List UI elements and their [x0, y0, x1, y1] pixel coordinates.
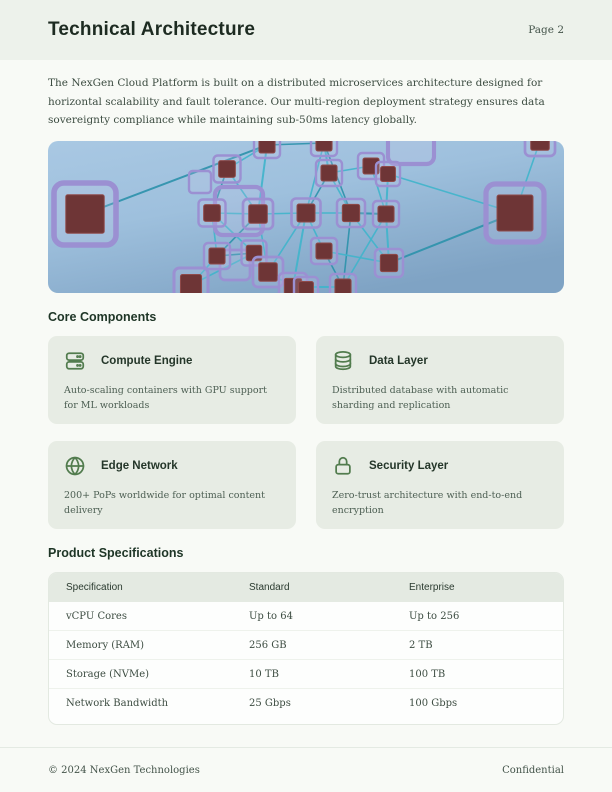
card-compute-engine: Compute Engine Auto-scaling containers w… [48, 335, 296, 424]
copyright-text: © 2024 NexGen Technologies [48, 764, 200, 776]
table-row: Memory (RAM) 256 GB 2 TB [49, 631, 563, 660]
column-header: Specification [66, 581, 123, 593]
column-header: Standard [249, 581, 290, 593]
card-title: Compute Engine [101, 354, 193, 367]
confidential-label: Confidential [502, 764, 564, 776]
card-title: Edge Network [101, 459, 178, 472]
page-content: The NexGen Cloud Platform is built on a … [0, 74, 612, 725]
column-header: Enterprise [409, 581, 455, 593]
database-icon [332, 350, 354, 372]
table-header-row: Specification Standard Enterprise [49, 572, 563, 602]
page-number: Page 2 [528, 24, 564, 36]
table-cell: Memory (RAM) [66, 639, 145, 651]
table-cell: Network Bandwidth [66, 697, 169, 709]
specifications-table: Specification Standard Enterprise vCPU C… [48, 571, 564, 725]
card-description: Distributed database with automatic shar… [332, 384, 509, 411]
table-cell: 256 GB [249, 639, 287, 651]
intro-paragraph: The NexGen Cloud Platform is built on a … [48, 77, 545, 126]
card-description: 200+ PoPs worldwide for optimal content … [64, 489, 265, 516]
core-components-heading: Core Components [48, 309, 157, 324]
table-cell: 2 TB [409, 639, 433, 651]
table-row: Network Bandwidth 25 Gbps 100 Gbps [49, 689, 563, 717]
page-header: Technical Architecture Page 2 [0, 0, 612, 60]
card-title: Security Layer [369, 459, 449, 472]
core-components-grid: Compute Engine Auto-scaling containers w… [48, 335, 564, 529]
card-data-layer: Data Layer Distributed database with aut… [316, 335, 564, 424]
globe-icon [64, 455, 86, 477]
product-specifications-heading: Product Specifications [48, 545, 184, 560]
page-footer: © 2024 NexGen Technologies Confidential [0, 747, 612, 792]
table-cell: 25 Gbps [249, 697, 291, 709]
card-title: Data Layer [369, 354, 428, 367]
lock-icon [332, 455, 354, 477]
network-render-image [48, 140, 564, 293]
table-cell: 10 TB [249, 668, 279, 680]
table-cell: 100 Gbps [409, 697, 458, 709]
table-cell: Up to 256 [409, 610, 460, 622]
table-row: Storage (NVMe) 10 TB 100 TB [49, 660, 563, 689]
table-cell: vCPU Cores [66, 610, 127, 622]
server-icon [64, 350, 86, 372]
card-description: Zero-trust architecture with end-to-end … [332, 489, 523, 516]
table-row: vCPU Cores Up to 64 Up to 256 [49, 602, 563, 631]
network-illustration [48, 140, 564, 293]
card-description: Auto-scaling containers with GPU support… [64, 384, 267, 411]
page-title: Technical Architecture [48, 19, 256, 40]
card-security-layer: Security Layer Zero-trust architecture w… [316, 440, 564, 529]
card-edge-network: Edge Network 200+ PoPs worldwide for opt… [48, 440, 296, 529]
table-cell: 100 TB [409, 668, 446, 680]
table-cell: Storage (NVMe) [66, 668, 150, 680]
table-cell: Up to 64 [249, 610, 293, 622]
